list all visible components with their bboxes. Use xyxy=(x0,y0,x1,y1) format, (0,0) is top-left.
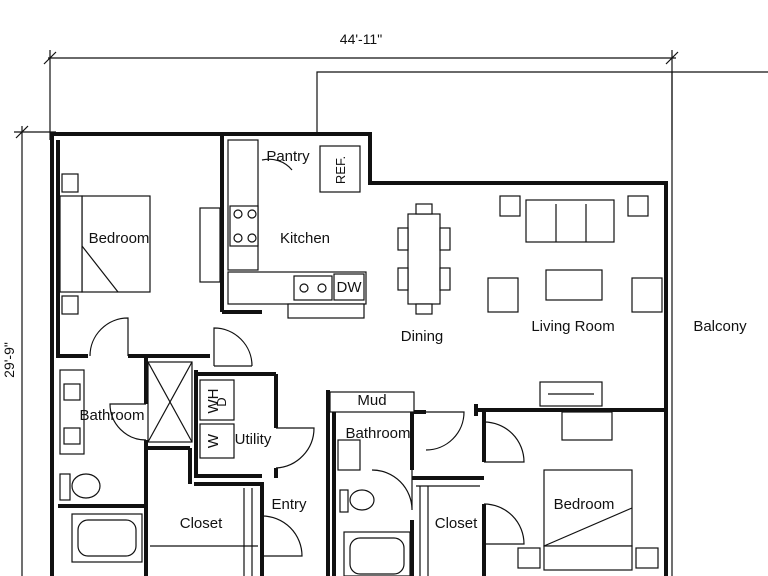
entry-label: Entry xyxy=(271,496,307,513)
bathroom-2-fixtures xyxy=(337,439,411,576)
bed-1 xyxy=(59,173,221,315)
kitchen-counters xyxy=(227,139,367,319)
exterior-walls xyxy=(50,132,668,576)
living-furniture xyxy=(487,195,663,441)
bed-2 xyxy=(517,469,659,571)
mud-label: Mud xyxy=(357,392,386,409)
kitchen-label: Kitchen xyxy=(280,230,330,247)
height-dimension-label: 29'-9" xyxy=(1,342,17,378)
water-heater-label: WH xyxy=(205,389,222,414)
dining-label: Dining xyxy=(401,328,444,345)
closet-1-label: Closet xyxy=(180,515,223,532)
bedroom-2-label: Bedroom xyxy=(554,496,615,513)
refrigerator-label: REF. xyxy=(333,156,348,184)
balcony-outline xyxy=(316,71,768,576)
dryer-label: D xyxy=(214,397,229,406)
width-dimension-label: 44'-11" xyxy=(340,31,382,47)
mud-bench xyxy=(329,391,415,413)
bathroom-1-label: Bathroom xyxy=(79,407,144,424)
living-room-label: Living Room xyxy=(531,318,614,335)
bedroom-1-label: Bedroom xyxy=(89,230,150,247)
height-dimension: 29'-9" xyxy=(1,125,56,576)
utility-fixtures xyxy=(199,379,235,459)
interior-walls xyxy=(56,134,486,576)
dining-table xyxy=(397,203,451,315)
balcony-label: Balcony xyxy=(693,318,747,335)
closet-2-shelving xyxy=(416,485,480,576)
washer-label: W xyxy=(205,433,222,448)
dishwasher-label: DW xyxy=(337,279,363,296)
pantry-label: Pantry xyxy=(266,148,310,165)
closet-2-label: Closet xyxy=(435,515,478,532)
utility-label: Utility xyxy=(235,431,272,448)
closet-1-shelving xyxy=(150,488,258,576)
bathroom-1-fixtures xyxy=(59,361,193,563)
doors xyxy=(89,317,525,557)
bathroom-2-label: Bathroom xyxy=(345,425,410,442)
width-dimension: 44'-11" xyxy=(43,31,679,140)
